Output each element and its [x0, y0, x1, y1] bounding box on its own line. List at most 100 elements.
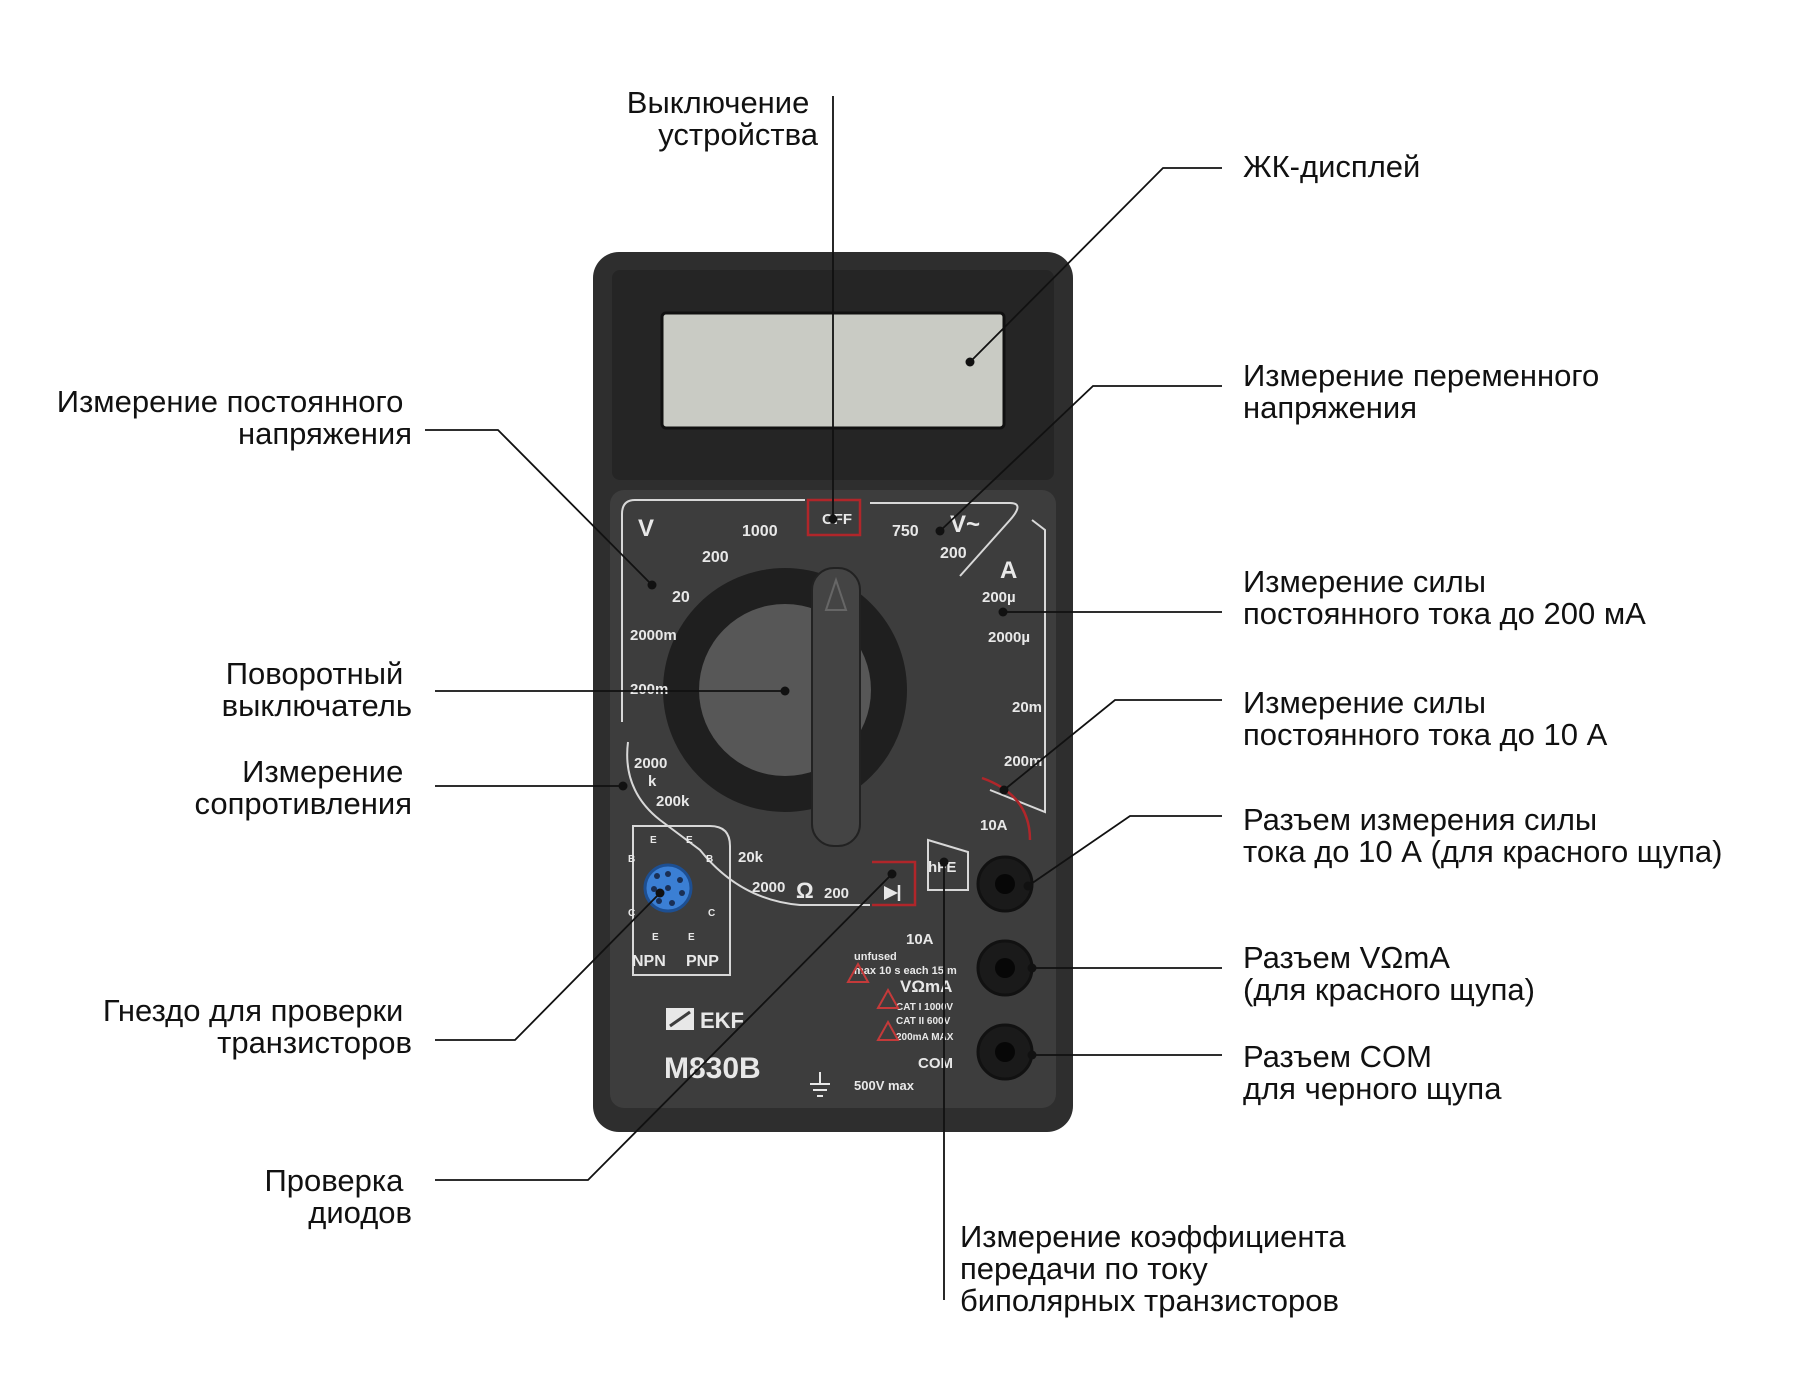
- ohm-200k-label: 200k: [656, 793, 690, 810]
- leader-resistance-dot: [618, 781, 628, 791]
- leader-jack-10a: [1027, 815, 1222, 887]
- socket-e4-label: E: [688, 932, 695, 943]
- leader-jack-vomA-dot: [1027, 963, 1037, 973]
- dcv-200m-label: 200m: [630, 681, 668, 698]
- callout-jack-vomA: Разъем VΩmA (для красного щупа): [1243, 940, 1535, 1007]
- npn-label: NPN: [632, 953, 666, 970]
- dcv-symbol: V: [638, 515, 654, 542]
- socket-c1-label: C: [628, 908, 635, 919]
- unfused-time-label: max 10 s each 15 m: [854, 965, 957, 977]
- leader-ac-voltage-dot: [935, 526, 945, 536]
- diode-icon: [884, 885, 901, 901]
- acv-sector-outline: [870, 502, 1019, 577]
- callout-jack-10a: Разъем измерения силы тока до 10 А (для …: [1243, 802, 1723, 869]
- acv-symbol: V~: [950, 511, 980, 538]
- ten-amp-outline: [981, 776, 1032, 841]
- leader-rotary-switch-dot: [780, 686, 790, 696]
- jack-com-label: COM: [918, 1055, 953, 1072]
- dca-2000u-label: 2000µ: [988, 629, 1030, 646]
- dcv-1000-label: 1000: [742, 523, 778, 540]
- ohm-sector-outline: [626, 741, 870, 906]
- max500-label: 500V max: [854, 1078, 915, 1093]
- callout-ac-voltage: Измерение переменного напряжения: [1243, 358, 1608, 425]
- leader-transistor-socket: [435, 892, 661, 1041]
- callout-labels: Выключение устройства ЖК-дисплей Измерен…: [57, 85, 1723, 1318]
- leader-dc-current-10a: [1003, 699, 1222, 791]
- model-label: M830B: [664, 1052, 761, 1085]
- jack-vomA-hole: [995, 958, 1015, 978]
- socket-e2-label: E: [686, 835, 693, 846]
- callout-diode-test: Проверка диодов: [265, 1163, 412, 1230]
- jack-vomA-label: VΩmA: [900, 977, 952, 996]
- callout-power-off: Выключение устройства: [627, 85, 819, 152]
- jack-10a-label: 10A: [906, 931, 934, 948]
- dcv-20-label: 20: [672, 589, 690, 606]
- ekf-logo-icon: [666, 1008, 694, 1030]
- callout-jack-com: Разъем COM для черного щупа: [1243, 1039, 1502, 1106]
- ohm-symbol: Ω: [796, 878, 814, 903]
- jack-com-hole: [995, 1042, 1015, 1062]
- diode-marker-outline: [872, 860, 917, 907]
- dca-symbol: A: [1000, 557, 1017, 584]
- leader-dc-current-200ma-dot: [998, 607, 1008, 617]
- socket-e1-label: E: [650, 835, 657, 846]
- dca-200u-label: 200µ: [982, 589, 1016, 606]
- acv-750-label: 750: [892, 523, 919, 540]
- socket-c2-label: C: [708, 908, 715, 919]
- leader-dc-current-10a-dot: [999, 785, 1009, 795]
- dcv-200-label: 200: [702, 549, 729, 566]
- dca-20m-label: 20m: [1012, 699, 1042, 716]
- dcv-sector-outline: [621, 499, 805, 722]
- cat1-label: CAT I 1000V: [896, 1002, 953, 1013]
- socket-b2-label: B: [706, 854, 713, 865]
- leader-transistor-socket-dot: [655, 888, 665, 898]
- ohm-200-label: 200: [824, 885, 849, 902]
- warning-icon: [846, 961, 900, 1041]
- hfe-label: hFE: [928, 859, 956, 876]
- ohm-2000-label: 2000: [752, 879, 785, 896]
- callout-hfe: Измерение коэффициента передачи по току …: [960, 1219, 1354, 1318]
- max200-label: 200mA MAX: [896, 1032, 954, 1043]
- dca-10a-label: 10A: [980, 817, 1008, 834]
- leader-ac-voltage: [939, 385, 1222, 532]
- callout-lcd: ЖК-дисплей: [1243, 149, 1420, 184]
- callout-rotary-switch: Поворотный выключатель: [222, 656, 412, 723]
- leader-hfe-dot: [939, 857, 949, 867]
- ohm-2000k-label: 2000: [634, 755, 667, 772]
- unfused-label: unfused: [854, 951, 897, 963]
- leader-dc-voltage-dot: [647, 580, 657, 590]
- callout-dc-current-10a: Измерение силы постоянного тока до 10 А: [1243, 685, 1608, 752]
- pnp-label: PNP: [686, 953, 719, 970]
- off-marker-outline: [806, 498, 862, 537]
- callout-transistor-socket: Гнездо для проверки транзисторов: [103, 993, 412, 1060]
- ground-icon: [810, 1072, 830, 1097]
- leader-jack-10a-dot: [1023, 881, 1033, 891]
- ohm-k-label: k: [648, 773, 657, 790]
- acv-200-label: 200: [940, 545, 967, 562]
- transistor-socket-pins: [651, 871, 685, 906]
- leader-dc-voltage: [425, 429, 653, 586]
- callout-dc-current-200ma: Измерение силы постоянного тока до 200 м…: [1243, 564, 1646, 631]
- rotary-dial-pointer[interactable]: [811, 567, 861, 847]
- cat2-label: CAT II 600V: [896, 1016, 951, 1027]
- leader-diode-test-dot: [887, 869, 897, 879]
- leader-lcd-dot: [965, 357, 975, 367]
- leader-lines: [425, 96, 1222, 1300]
- hfe-marker-outline: [927, 838, 969, 891]
- socket-panel-outline: [632, 825, 731, 976]
- dcv-2000m-label: 2000m: [630, 627, 677, 644]
- leader-power-off-dot: [828, 514, 838, 524]
- leader-jack-com-dot: [1027, 1050, 1037, 1060]
- dial-arrow-icon: [824, 576, 848, 611]
- dca-200m-label: 200m: [1004, 753, 1042, 770]
- ohm-20k-label: 20k: [738, 849, 764, 866]
- socket-b1-label: B: [628, 854, 635, 865]
- callout-resistance: Измерение сопротивления: [195, 754, 413, 821]
- socket-e3-label: E: [652, 932, 659, 943]
- callout-dc-voltage: Измерение постоянного напряжения: [57, 384, 412, 451]
- leader-diode-test: [435, 873, 893, 1181]
- brand-label: EKF: [700, 1008, 744, 1033]
- jack-10a-hole: [995, 874, 1015, 894]
- multimeter: V 1000 200 20 2000m 200m OFF 750 V~ 200 …: [593, 252, 1073, 1132]
